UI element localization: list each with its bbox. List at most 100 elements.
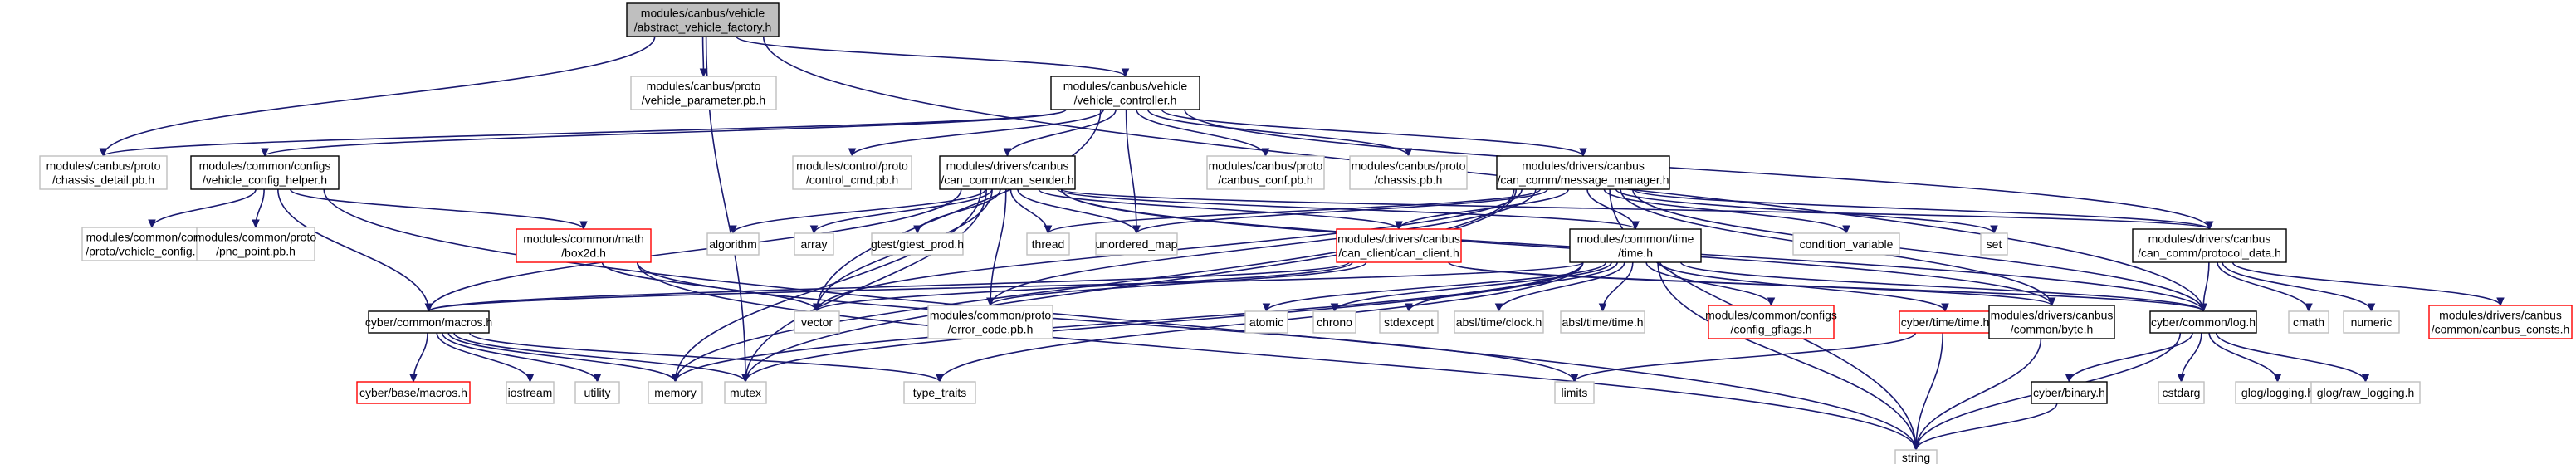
- node-label-line: modules/common/time: [1577, 232, 1694, 246]
- node-vch[interactable]: modules/common/configs/vehicle_config_he…: [190, 155, 340, 190]
- edge-arrowhead: [699, 68, 708, 78]
- edge-line: [1498, 261, 1625, 312]
- edge-cc-to-byte: [1448, 261, 2056, 307]
- edge-line: [1333, 261, 1612, 312]
- node-box: [1336, 228, 1462, 263]
- edge-line: [2068, 332, 2193, 383]
- node-label-line: cyber/time/time.h: [1901, 315, 1990, 329]
- edge-line: [674, 261, 1584, 383]
- edge-vc-to-ccp: [848, 109, 1104, 158]
- node-box: [2310, 381, 2421, 404]
- edge-arrowhead: [2273, 374, 2282, 383]
- node-label-line: gtest/gtest_prod.h: [871, 237, 964, 251]
- node-ecp: modules/common/proto/error_code.pb.h: [927, 305, 1053, 339]
- node-label-line: /can_comm/protocol_data.h: [2138, 247, 2281, 260]
- edge-line: [816, 109, 1102, 312]
- edge-line: [745, 261, 1584, 383]
- node-cstd: cstdarg: [2158, 381, 2205, 404]
- edge-pd-to-cbc: [2231, 261, 2505, 307]
- edge-mm-to-pd: [1632, 188, 2214, 231]
- node-box[interactable]: modules/common/math/box2d.h: [516, 228, 652, 263]
- edge-vc-to-ccf: [1136, 109, 1270, 158]
- node-label-line: modules/canbus/vehicle: [641, 7, 765, 20]
- node-mm[interactable]: modules/drivers/canbus/can_comm/message_…: [1496, 155, 1670, 190]
- edge-log-to-cstd: [2177, 332, 2202, 383]
- node-mac[interactable]: cyber/common/macros.h: [365, 310, 492, 334]
- edge-arrowhead: [1121, 68, 1130, 78]
- node-label-line: /abstract_vehicle_factory.h: [634, 21, 772, 34]
- node-avf[interactable]: modules/canbus/vehicle/abstract_vehicle_…: [626, 2, 780, 37]
- node-thr: thread: [1026, 232, 1070, 256]
- node-label-line: /common/byte.h: [2011, 323, 2094, 336]
- edge-line: [1573, 332, 1917, 383]
- edge-tm-to-mac: [424, 261, 1584, 313]
- node-set: set: [1980, 232, 2008, 256]
- edge-bin-to-str: [1912, 403, 2058, 452]
- node-label-line: modules/drivers/canbus: [946, 159, 1069, 173]
- edge-line: [745, 188, 1518, 383]
- edge-line: [1915, 403, 2058, 451]
- node-cs[interactable]: modules/drivers/canbus/can_comm/can_send…: [939, 155, 1076, 190]
- edge-arrowhead: [2361, 374, 2370, 383]
- node-bin[interactable]: cyber/binary.h: [2031, 381, 2108, 404]
- node-box: [1026, 232, 1070, 256]
- node-box: [1899, 310, 1992, 334]
- node-rawlog: glog/raw_logging.h: [2310, 381, 2421, 404]
- edge-line: [447, 332, 677, 383]
- node-box: [1312, 310, 1356, 334]
- node-bmac[interactable]: cyber/base/macros.h: [356, 381, 471, 404]
- edge-line: [1398, 188, 1570, 230]
- node-label-line: modules/common/math: [523, 232, 644, 246]
- node-vc[interactable]: modules/canbus/vehicle/vehicle_controlle…: [1050, 76, 1200, 110]
- node-label-line: modules/canbus/proto: [46, 159, 161, 173]
- node-cbc[interactable]: modules/drivers/canbus/common/canbus_con…: [2428, 305, 2573, 339]
- node-label-line: memory: [654, 386, 697, 399]
- edge-line: [1017, 188, 1137, 234]
- node-lim: limits: [1554, 381, 1595, 404]
- edge-arrowhead: [579, 221, 588, 231]
- node-byte[interactable]: modules/drivers/canbus/common/byte.h: [1988, 305, 2115, 339]
- edge-log-to-glog: [2208, 332, 2282, 383]
- node-cc[interactable]: modules/drivers/canbus/can_client/can_cl…: [1336, 228, 1462, 263]
- node-chp: modules/canbus/proto/chassis.pb.h: [1349, 155, 1468, 190]
- edge-line: [2231, 261, 2501, 306]
- node-label-line: /error_code.pb.h: [948, 323, 1034, 336]
- node-label-line: modules/canbus/proto: [1209, 159, 1323, 173]
- edge-arrowhead: [1631, 221, 1640, 231]
- edge-tm-to-abt: [1598, 261, 1634, 313]
- node-label-line: /vehicle_config_helper.h: [203, 173, 327, 187]
- edge-cs-to-ecp: [986, 188, 1007, 307]
- edge-vc-to-cdp: [99, 109, 1067, 158]
- edge-mac-to-bmac: [409, 332, 428, 383]
- edge-arrowhead: [1767, 297, 1776, 307]
- edge-line: [762, 36, 2204, 312]
- edge-line: [1060, 188, 2053, 306]
- edge-line: [1125, 109, 1137, 234]
- node-ctt[interactable]: cyber/time/time.h: [1899, 310, 1992, 334]
- edge-line: [1915, 332, 1943, 451]
- edge-tm-to-atom: [1262, 261, 1607, 313]
- node-label-line: cyber/binary.h: [2033, 386, 2105, 399]
- edge-arrowhead: [813, 303, 821, 313]
- node-box: [368, 310, 490, 334]
- node-label-line: /control_cmd.pb.h: [806, 173, 898, 187]
- node-label-line: limits: [1562, 386, 1588, 399]
- node-pd[interactable]: modules/drivers/canbus/can_comm/protocol…: [2132, 228, 2287, 263]
- edge-line: [2208, 332, 2279, 383]
- node-log[interactable]: cyber/common/log.h: [2149, 310, 2257, 334]
- node-label-line: /can_comm/message_manager.h: [1498, 173, 1669, 187]
- edge-line: [1136, 109, 1267, 157]
- edge-vch-to-pnc: [252, 188, 265, 229]
- edge-vc-to-mm: [1161, 109, 1587, 158]
- node-um: unordered_map: [1095, 232, 1178, 256]
- node-label-line: cmath: [2293, 315, 2324, 329]
- node-abt: absl/time/time.h: [1560, 310, 1645, 334]
- node-stdx: stdexcept: [1379, 310, 1439, 334]
- node-gfl[interactable]: modules/common/configs/config_gflags.h: [1705, 305, 1837, 339]
- node-label-line: modules/drivers/canbus: [1337, 232, 1460, 246]
- node-label-line: modules/drivers/canbus: [2148, 232, 2271, 246]
- edge-line: [1659, 261, 1946, 312]
- edge-pd-to-num: [2222, 261, 2376, 313]
- node-cdp: modules/canbus/proto/chassis_detail.pb.h: [39, 155, 168, 190]
- node-tm[interactable]: modules/common/time/time.h: [1569, 228, 1702, 263]
